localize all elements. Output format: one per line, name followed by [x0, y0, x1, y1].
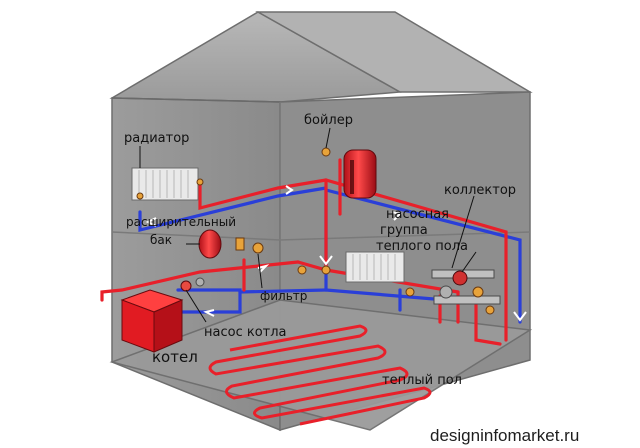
- label-pump-group-1: насосная: [386, 207, 449, 222]
- radiator-lower: [345, 251, 405, 283]
- label-boiler-pump: насос котла: [204, 325, 287, 340]
- watermark: designinfomarket.ru: [420, 420, 640, 448]
- label-filter: фильтр: [260, 289, 307, 303]
- label-warm-floor: теплый пол: [382, 373, 462, 388]
- collector: [431, 269, 501, 315]
- label-expansion-tank-2: бак: [150, 233, 172, 247]
- flow-arrows: [145, 185, 527, 322]
- watermark-text: designinfomarket.ru: [430, 426, 579, 445]
- label-pump-group-2: группа: [380, 223, 428, 238]
- label-boiler-tank: бойлер: [304, 113, 353, 128]
- boiler-tank: [321, 147, 377, 199]
- boiler-pump: [180, 277, 205, 292]
- leader-lines: [139, 127, 477, 323]
- floor-plane: [109, 299, 533, 431]
- label-radiator: радиатор: [124, 131, 189, 146]
- supply-pipes: [100, 158, 508, 346]
- label-expansion-tank-1: расширительный: [126, 215, 236, 229]
- labels: радиатор бойлер коллектор насосная групп…: [124, 113, 516, 388]
- heating-boiler: [120, 289, 184, 353]
- label-collector: коллектор: [444, 183, 516, 198]
- label-pump-group-3: теплого пола: [376, 239, 468, 254]
- label-boiler: котел: [152, 348, 198, 366]
- inner-ceiling-left: [111, 97, 281, 103]
- fittings: [136, 178, 415, 297]
- warm-floor-loop: [208, 324, 432, 426]
